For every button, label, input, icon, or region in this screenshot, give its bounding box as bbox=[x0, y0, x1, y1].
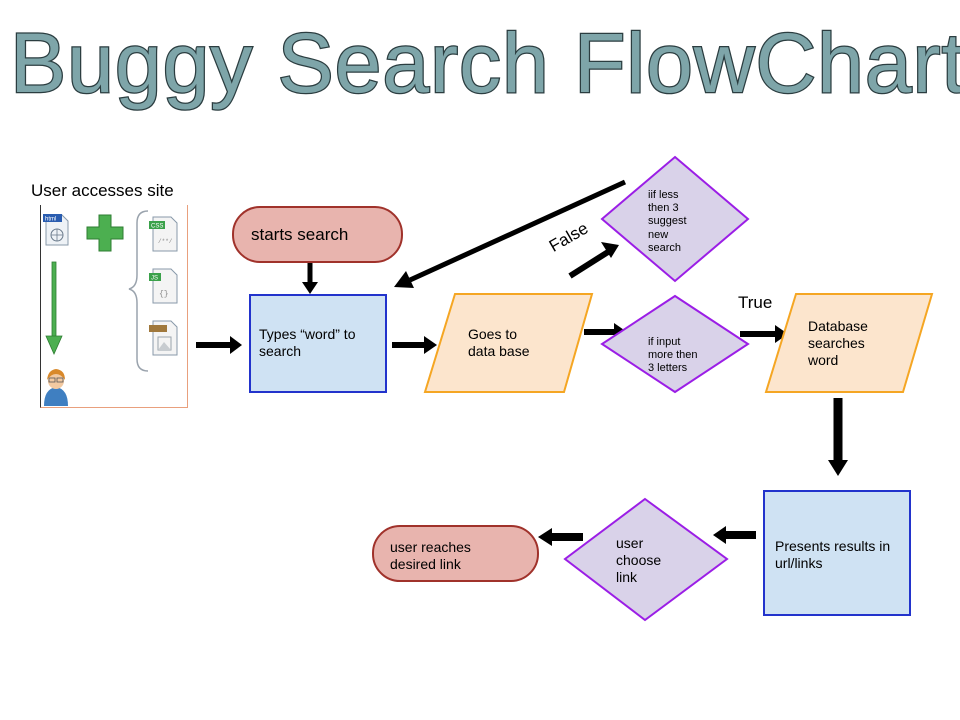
svg-text:CSS: CSS bbox=[151, 224, 163, 230]
decision-less-than-3 bbox=[600, 155, 750, 283]
true-edge-label: True bbox=[738, 293, 773, 312]
arrow-start-to-types-head bbox=[302, 282, 318, 294]
user-access-panel: html CSS /**/ JS {} bbox=[40, 205, 188, 408]
decision-less-than-3-label: iif less then 3 suggest new search bbox=[648, 189, 687, 254]
svg-text:/**/: /**/ bbox=[158, 238, 173, 245]
arrow-types-to-db-head bbox=[424, 336, 437, 354]
decision-user-choose bbox=[563, 497, 729, 622]
svg-text:JS: JS bbox=[151, 276, 158, 282]
start-label: User accesses site bbox=[31, 181, 174, 200]
db-searches-io bbox=[764, 293, 934, 393]
arrow-panel-to-types-head bbox=[230, 336, 242, 354]
arrow-false-branch bbox=[568, 249, 610, 279]
types-word-process bbox=[249, 294, 387, 393]
presents-results-process bbox=[763, 490, 911, 616]
page-title: Buggy Search FlowChart bbox=[10, 16, 960, 110]
presents-results-label: Presents results in url/links bbox=[775, 538, 891, 571]
decision-more-than-3-label: if input more then 3 letters bbox=[648, 336, 698, 375]
html-file-icon: html bbox=[43, 214, 69, 246]
js-file-icon: JS {} bbox=[149, 268, 178, 304]
arrow-retry-to-types-head bbox=[394, 271, 414, 288]
arrow-results-to-choose-head bbox=[713, 526, 726, 544]
plus-icon bbox=[86, 214, 124, 252]
end-terminal bbox=[372, 525, 539, 582]
goes-to-db-io bbox=[423, 293, 594, 393]
user-choose-label: user choose link bbox=[616, 535, 662, 585]
svg-text:html: html bbox=[45, 217, 56, 223]
arrow-false-branch-head bbox=[601, 242, 619, 258]
css-file-icon: CSS /**/ bbox=[149, 216, 178, 252]
arrow-dbsearch-to-results-head bbox=[828, 460, 848, 476]
starts-search-label: starts search bbox=[251, 225, 349, 244]
user-avatar-icon bbox=[44, 369, 68, 406]
start-terminal bbox=[232, 206, 403, 263]
svg-text:{}: {} bbox=[159, 290, 169, 299]
types-word-label: Types “word” to search bbox=[259, 326, 356, 359]
user-reaches-label: user reaches desired link bbox=[390, 539, 471, 572]
decision-more-than-3 bbox=[600, 294, 750, 394]
arrow-decision-to-dbsearch-head bbox=[775, 325, 788, 343]
user-access-illustration: html CSS /**/ JS {} bbox=[43, 210, 178, 406]
arrow-retry-to-types bbox=[408, 179, 627, 283]
brace-icon bbox=[128, 210, 149, 372]
image-file-icon bbox=[149, 320, 178, 356]
db-searches-label: Database searches word bbox=[808, 318, 868, 368]
goes-to-db-label: Goes to data base bbox=[468, 326, 530, 359]
down-arrow-icon bbox=[45, 261, 63, 355]
arrow-choose-to-end-head bbox=[538, 528, 552, 546]
